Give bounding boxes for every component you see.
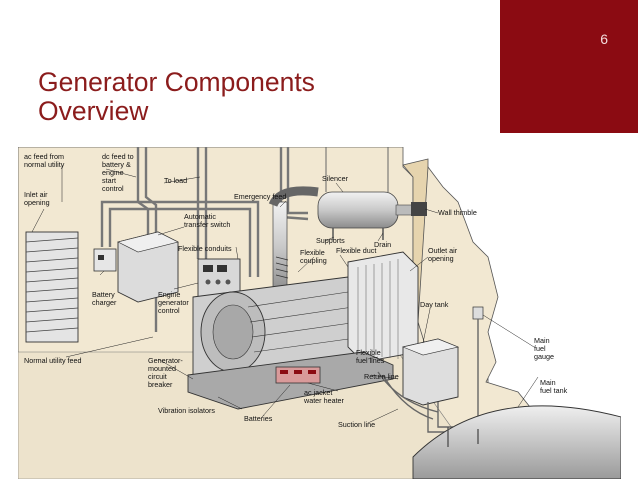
- label-emergency-feed: Emergency feed: [234, 192, 286, 201]
- inlet-air-louver: [25, 231, 79, 343]
- transfer-switch: [117, 231, 179, 303]
- exhaust-pipe: [268, 186, 319, 293]
- slide-number: 6: [600, 31, 608, 47]
- slide-number-box: 6: [500, 0, 638, 133]
- label-batteries: Batteries: [244, 414, 273, 423]
- batteries: [275, 366, 321, 384]
- slide-title-line-1: Generator Components: [38, 67, 315, 97]
- slide-title-line-2: Overview: [38, 96, 149, 126]
- wall-thimble: [411, 202, 427, 216]
- fuel-gauge: [472, 306, 484, 429]
- label-day-tank: Day tank: [420, 300, 449, 309]
- label-to-load: To load: [164, 176, 187, 185]
- label-drain: Drain: [374, 240, 391, 249]
- control-panel: [197, 258, 241, 298]
- slide-title: Generator Components Overview: [38, 68, 478, 126]
- label-suction-line: Suction line: [338, 420, 375, 429]
- silencer: [317, 147, 415, 240]
- label-vibration-isolators: Vibration isolators: [158, 406, 215, 415]
- fuel-lines: [377, 371, 453, 433]
- conduits: [100, 147, 309, 332]
- label-flexible-duct: Flexible duct: [336, 246, 376, 255]
- label-supports: Supports: [316, 236, 345, 245]
- label-wall-thimble: Wall thimble: [438, 208, 477, 217]
- label-normal-utility-feed: Normal utility feed: [24, 356, 82, 365]
- label-return-line: Return line: [364, 372, 399, 381]
- main-fuel-tank: [412, 405, 621, 479]
- battery-charger-box: [93, 248, 117, 272]
- leader-lines: [31, 165, 539, 424]
- day-tank: [401, 338, 460, 406]
- label-flexible-conduits: Flexible conduits: [178, 244, 232, 253]
- label-silencer: Silencer: [322, 174, 349, 183]
